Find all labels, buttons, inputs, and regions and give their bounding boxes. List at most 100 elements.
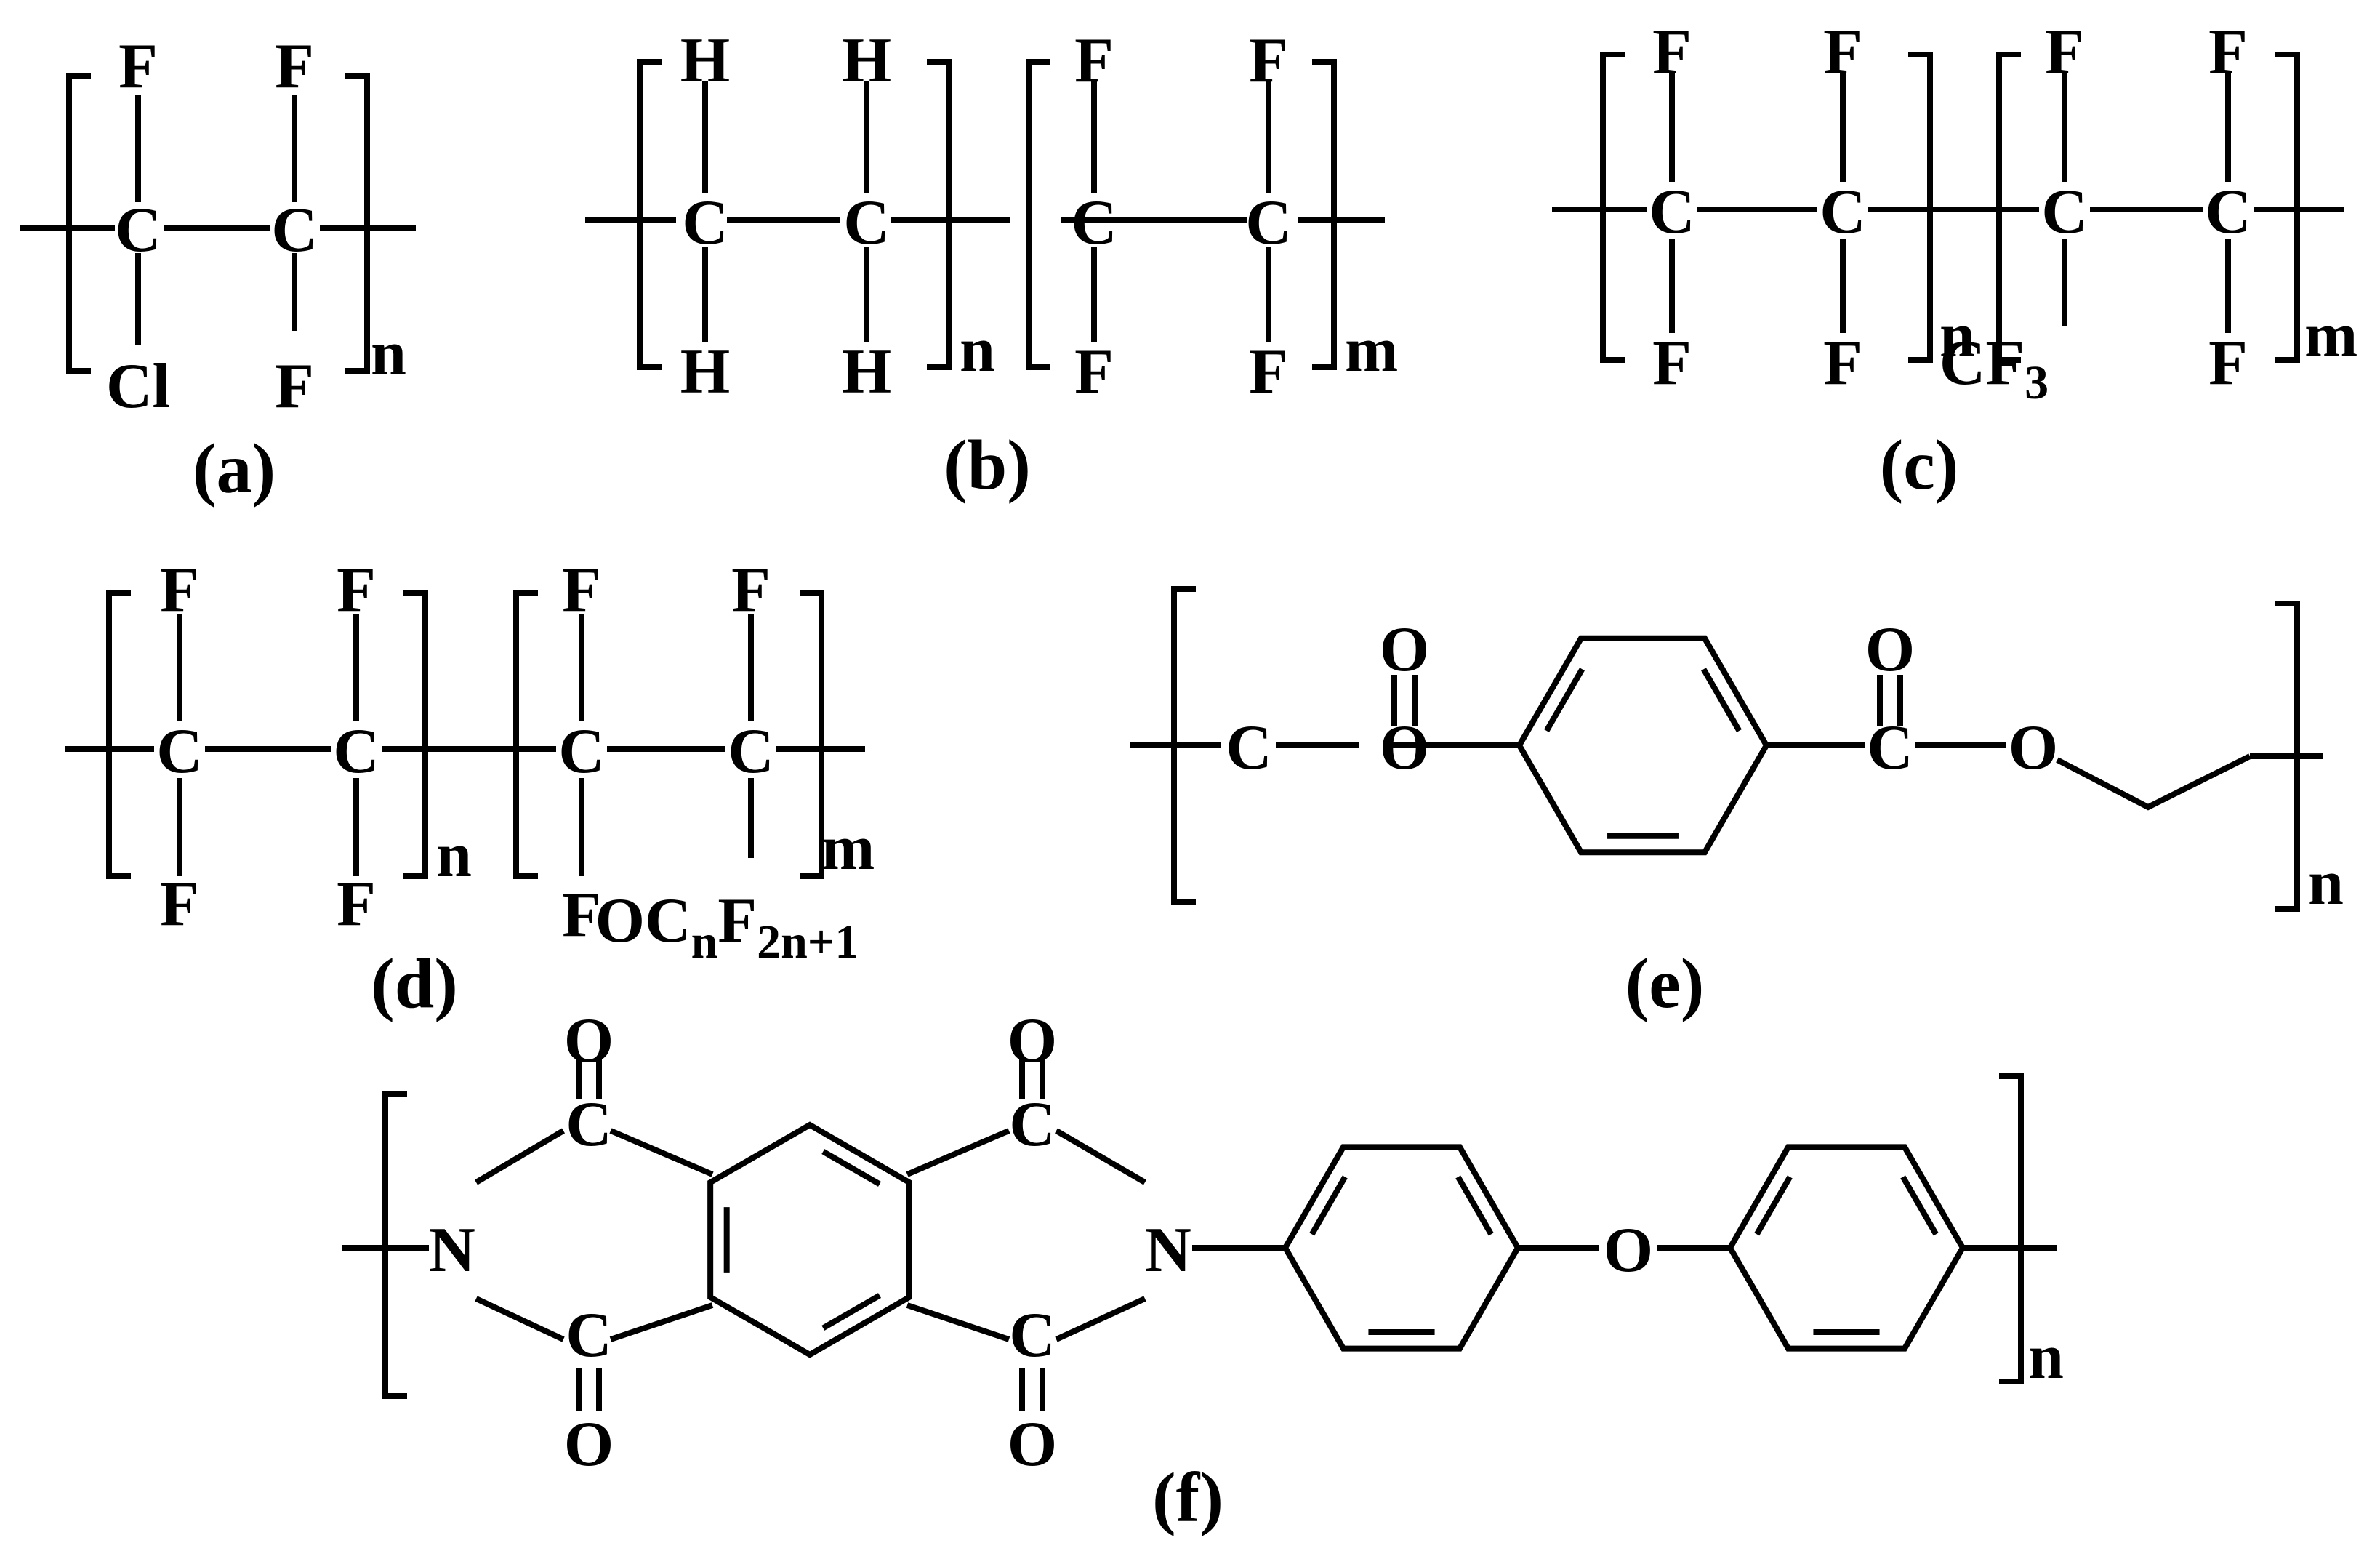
carbon-label: C xyxy=(1071,188,1117,258)
repeat-bracket-left xyxy=(513,590,538,879)
repeat-bracket-right xyxy=(1908,52,1933,363)
fluorine-label: F xyxy=(275,31,314,102)
fluorine-label: F xyxy=(2208,17,2248,87)
fluorine-label: F xyxy=(160,555,199,625)
fluorine-label: F xyxy=(275,351,314,422)
repeat-index-n: n xyxy=(960,315,995,385)
pyromellitic-ring-double-bond xyxy=(821,1293,882,1331)
carbon-label: C xyxy=(1820,177,1866,247)
repeat-index-n: n xyxy=(2028,1322,2064,1392)
label-a: (a) xyxy=(193,430,276,508)
repeat-index-n: n xyxy=(1939,300,1975,371)
phenylene-ring-2-double-bond xyxy=(1754,1175,1793,1236)
repeat-bracket-right xyxy=(1999,1073,2024,1384)
label-d: (d) xyxy=(371,945,458,1023)
c-ring-bond xyxy=(609,1302,714,1342)
benzene-ring xyxy=(1516,635,1770,856)
fluorine-label: F xyxy=(1249,337,1288,407)
repeat-bracket-left xyxy=(1996,52,2021,363)
label-e: (e) xyxy=(1625,945,1705,1023)
repeat-bracket-right xyxy=(800,590,824,879)
fluorine-label: F xyxy=(562,555,601,625)
carbon-label: C xyxy=(333,716,379,787)
n-c-bond xyxy=(475,1296,565,1342)
fluorine-label: F xyxy=(337,869,376,939)
fluorine-label: F xyxy=(2208,328,2248,398)
fluorine-label: F xyxy=(1652,17,1692,87)
benzene-ring-double-bond xyxy=(1701,668,1742,733)
pyromellitic-ring-double-bond xyxy=(821,1149,882,1187)
carbon-label: C xyxy=(682,188,728,258)
repeat-index-n: n xyxy=(436,820,472,891)
fluorine-label: F xyxy=(1823,17,1862,87)
carbon-label: C xyxy=(2205,177,2251,247)
oxygen-label: O xyxy=(2009,713,2058,783)
repeat-bracket-right xyxy=(1312,59,1337,370)
carbon-label: C xyxy=(1245,188,1292,258)
carbon-label: C xyxy=(566,1300,612,1371)
carbon-label: C xyxy=(843,188,890,258)
repeat-bracket-left xyxy=(1026,59,1050,370)
figure-lines xyxy=(20,52,2344,1411)
oxygen-label: O xyxy=(1865,614,1915,685)
repeat-bracket-left xyxy=(106,590,131,879)
hydrogen-label: H xyxy=(680,25,730,96)
repeat-bracket-right xyxy=(345,73,370,374)
carbon-label: C xyxy=(728,716,774,787)
carbon-label: C xyxy=(558,716,605,787)
trifluoromethyl-label: CF3 xyxy=(1939,328,2049,409)
repeat-bracket-left xyxy=(66,73,91,374)
c-ring-bond xyxy=(609,1128,714,1177)
ring-c-bond xyxy=(906,1128,1010,1177)
oxygen-label: O xyxy=(564,1409,614,1480)
fluorine-label: F xyxy=(337,555,376,625)
carbon-label: C xyxy=(156,716,203,787)
hydrogen-label: H xyxy=(680,337,730,407)
ether-oxygen-label: O xyxy=(1604,1215,1653,1286)
phenylene-ring-2 xyxy=(1726,1144,1966,1352)
carbon-label: C xyxy=(115,195,161,265)
repeat-bracket-right xyxy=(927,59,952,370)
repeat-bracket-left xyxy=(382,1091,407,1399)
phenylene-ring-1 xyxy=(1282,1144,1521,1352)
oxygen-label: C xyxy=(1226,713,1272,783)
n-c-bond xyxy=(474,1128,566,1185)
carbon-label: C xyxy=(1009,1089,1056,1160)
phenylene-ring-1-double-bond xyxy=(1455,1175,1494,1236)
repeat-bracket-right xyxy=(2275,52,2300,363)
carbon-label: C xyxy=(1649,177,1695,247)
oxygen-label: O xyxy=(1380,614,1429,685)
repeat-bracket-right xyxy=(403,590,428,879)
repeat-bracket-left xyxy=(637,59,662,370)
nitrogen-label: N xyxy=(429,1215,475,1286)
carbon-label: C xyxy=(2041,177,2088,247)
oxygen-label: O xyxy=(1008,1409,1057,1480)
repeat-bracket-right xyxy=(2275,601,2300,912)
phenylene-ring-2-double-bond xyxy=(1900,1175,1939,1236)
c-n-bond xyxy=(1055,1296,1146,1342)
fluorine-label: F xyxy=(1652,328,1692,398)
fluorine-label: F xyxy=(731,555,771,625)
chlorine-label: Cl xyxy=(106,351,170,422)
repeat-index-n: n xyxy=(371,318,406,389)
fluorine-label: F xyxy=(2045,17,2084,87)
fluorine-label: F xyxy=(160,869,199,939)
carbon-label: C xyxy=(271,195,318,265)
repeat-index-m: m xyxy=(1345,315,1398,385)
fluorine-label: F xyxy=(1074,25,1114,96)
carbon-label: C xyxy=(1867,713,1913,783)
ring-c-bond xyxy=(906,1302,1010,1342)
repeat-bracket-left xyxy=(1171,586,1196,905)
carbon-label: C xyxy=(1009,1300,1056,1371)
repeat-index-m: m xyxy=(821,813,875,883)
hydrogen-label: H xyxy=(842,25,891,96)
c-n-bond xyxy=(1054,1128,1147,1185)
pyromellitic-ring xyxy=(707,1121,912,1358)
repeat-index-m: m xyxy=(2304,300,2357,371)
ethylene-bonds xyxy=(2056,753,2251,811)
fluorine-label: F xyxy=(562,880,601,950)
fluorine-label: F xyxy=(118,31,158,102)
phenylene-ring-1-double-bond xyxy=(1309,1175,1348,1236)
